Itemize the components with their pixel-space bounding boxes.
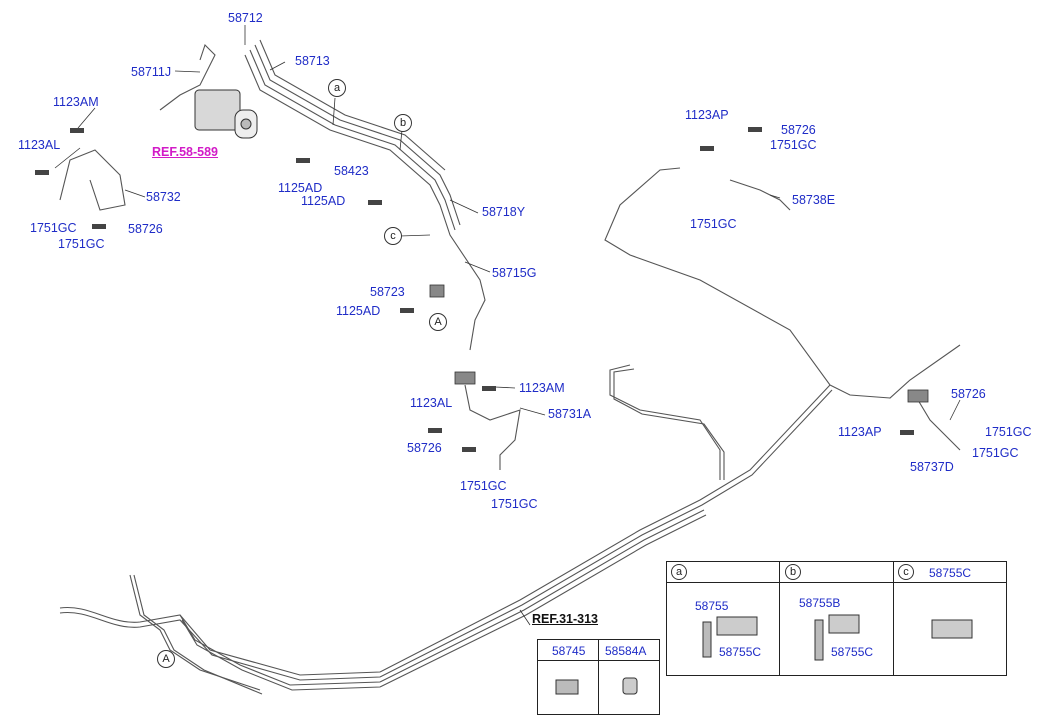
- small-table-col2[interactable]: 58584A: [605, 644, 647, 658]
- callout-A-bottom: A: [157, 650, 175, 668]
- part-1751GC-left-1[interactable]: 1751GC: [30, 221, 77, 235]
- part-1751GC-mid-1[interactable]: 1751GC: [460, 479, 507, 493]
- part-58718Y[interactable]: 58718Y: [482, 205, 526, 219]
- table-col-b: b: [785, 564, 801, 580]
- part-1123AM-mid[interactable]: 1123AM: [519, 381, 565, 395]
- small-table-col1[interactable]: 58745: [552, 644, 586, 658]
- part-58712[interactable]: 58712: [228, 11, 263, 25]
- part-58731A[interactable]: 58731A: [548, 407, 592, 421]
- part-1125AD-2[interactable]: 1125AD: [301, 194, 346, 208]
- small-table-col-divider: [598, 640, 599, 714]
- clip-c-illustration: [931, 619, 973, 639]
- table-b-part-2[interactable]: 58755C: [831, 645, 874, 659]
- table-a-part-1[interactable]: 58755: [695, 599, 729, 613]
- small-parts-table: 58745 58584A: [537, 639, 660, 715]
- part-58726-top-right[interactable]: 58726: [781, 123, 816, 137]
- callout-c: c: [384, 227, 402, 245]
- part-58726-mid[interactable]: 58726: [407, 441, 442, 455]
- part-1123AM-top[interactable]: 1123AM: [53, 95, 99, 109]
- table-header-divider: [667, 582, 1006, 583]
- part-1751GC-right-1[interactable]: 1751GC: [985, 425, 1032, 439]
- part-58711J[interactable]: 58711J: [131, 65, 172, 79]
- table-col-c: c: [898, 564, 914, 580]
- plug-illustration: [622, 677, 638, 695]
- table-b-part-1[interactable]: 58755B: [799, 596, 841, 610]
- part-58715G[interactable]: 58715G: [492, 266, 537, 280]
- part-58726-right[interactable]: 58726: [951, 387, 986, 401]
- part-1123AP-top[interactable]: 1123AP: [685, 108, 729, 122]
- part-1123AP-right[interactable]: 1123AP: [838, 425, 882, 439]
- part-58737D[interactable]: 58737D: [910, 460, 954, 474]
- grommet-illustration: [555, 679, 579, 695]
- callout-A-mid: A: [429, 313, 447, 331]
- part-1125AD-3[interactable]: 1125AD: [336, 304, 381, 318]
- callout-a: a: [328, 79, 346, 97]
- table-a-part-2[interactable]: 58755C: [719, 645, 762, 659]
- clip-a-illustration: [702, 616, 758, 658]
- part-1751GC-top-right-1[interactable]: 1751GC: [770, 138, 817, 152]
- clip-b-illustration: [814, 614, 860, 661]
- callout-b: b: [394, 114, 412, 132]
- tube-reference-label[interactable]: REF.31-313: [532, 612, 599, 626]
- part-1123AL-mid[interactable]: 1123AL: [410, 396, 453, 410]
- table-col-divider-2: [893, 562, 894, 675]
- part-1751GC-right-2[interactable]: 1751GC: [972, 446, 1019, 460]
- part-1123AL-top[interactable]: 1123AL: [18, 138, 61, 152]
- table-col-a: a: [671, 564, 687, 580]
- table-c-part[interactable]: 58755C: [929, 566, 972, 580]
- abs-reference-label[interactable]: REF.58-589: [152, 145, 219, 159]
- clip-parts-table: a b c 58755C 58755 58755C 58755B 58755C: [666, 561, 1007, 676]
- part-1751GC-left-2[interactable]: 1751GC: [58, 237, 105, 251]
- part-58732[interactable]: 58732: [146, 190, 181, 204]
- part-58723[interactable]: 58723: [370, 285, 405, 299]
- part-58713[interactable]: 58713: [295, 54, 330, 68]
- table-col-divider-1: [779, 562, 780, 675]
- part-58738E[interactable]: 58738E: [792, 193, 836, 207]
- part-1751GC-mid-2[interactable]: 1751GC: [491, 497, 538, 511]
- part-1125AD-1[interactable]: 1125AD: [278, 181, 323, 195]
- part-1751GC-top-right-2[interactable]: 1751GC: [690, 217, 737, 231]
- part-58726-left[interactable]: 58726: [128, 222, 163, 236]
- part-58423[interactable]: 58423: [334, 164, 369, 178]
